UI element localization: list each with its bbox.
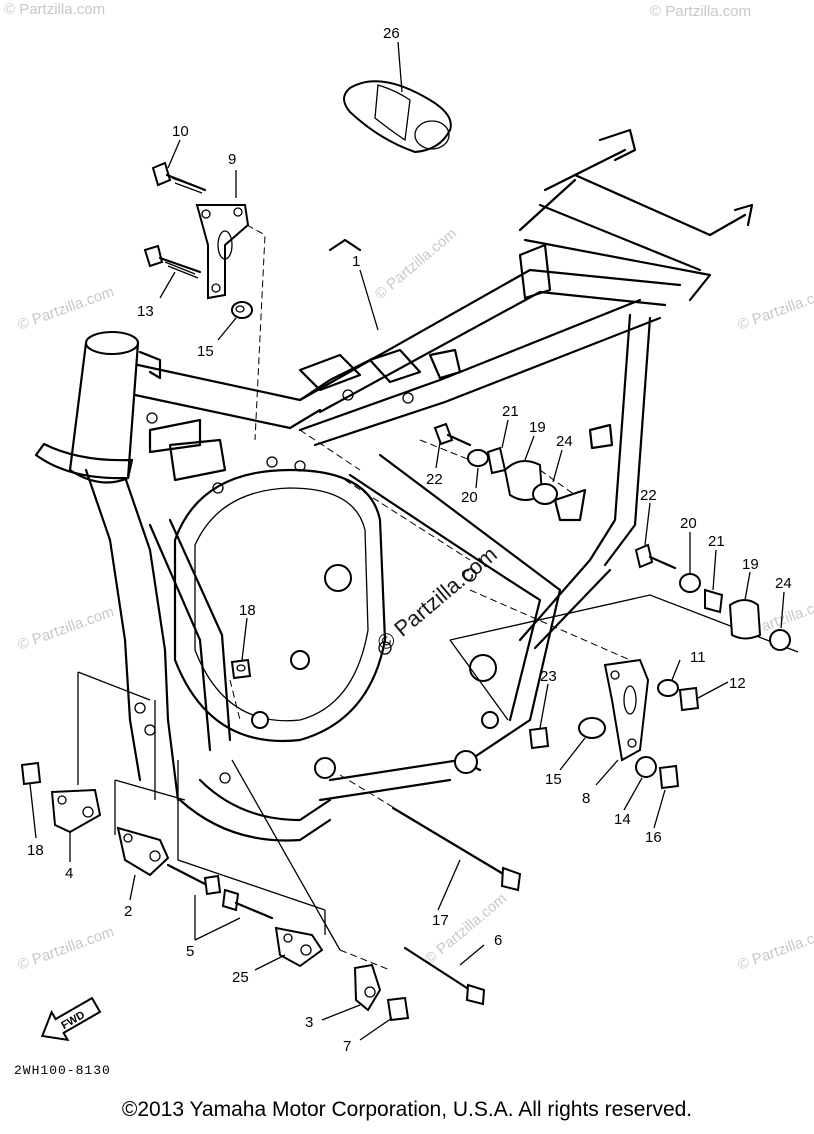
watermark-text: © Partzilla.com — [650, 3, 751, 20]
watermark-text: © Partzilla.com — [16, 603, 117, 654]
part-8-bracket[interactable] — [603, 658, 650, 762]
callout-3[interactable]: 3 — [305, 1014, 313, 1031]
callout-21[interactable]: 21 — [502, 403, 519, 420]
part-6-bolt[interactable] — [403, 946, 486, 1006]
mount-stack-upper[interactable] — [433, 422, 558, 505]
callout-15-lower[interactable]: 15 — [545, 771, 562, 788]
callout-22-right[interactable]: 22 — [640, 487, 657, 504]
watermark-center-text: © Partzilla.com — [372, 541, 502, 655]
watermark-text: © Partzilla.com — [422, 890, 510, 968]
callout-11[interactable]: 11 — [690, 649, 706, 666]
callout-2[interactable]: 2 — [124, 903, 132, 920]
frame-exploded-diagram: © Partzilla.com © Partzilla.com © Partzi… — [4, 1, 814, 1078]
callout-labels: 26 10 9 13 15 1 21 19 24 22 20 22 20 21 … — [27, 25, 792, 1055]
callout-26[interactable]: 26 — [383, 25, 400, 42]
part-23-nut[interactable] — [528, 726, 550, 750]
part-2-bracket[interactable] — [116, 826, 170, 877]
part-14-washer[interactable] — [635, 756, 657, 778]
mount-stack-right[interactable] — [634, 543, 791, 651]
callout-15[interactable]: 15 — [197, 343, 214, 360]
callout-20[interactable]: 20 — [461, 489, 478, 506]
callout-16[interactable]: 16 — [645, 829, 662, 846]
part-7-nut[interactable] — [386, 996, 410, 1022]
callout-23[interactable]: 23 — [540, 668, 557, 685]
part-18-nut-left[interactable] — [20, 761, 42, 786]
callout-7[interactable]: 7 — [343, 1038, 351, 1055]
watermark-text: © Partzilla.com — [736, 923, 814, 974]
callout-1[interactable]: 1 — [352, 253, 360, 270]
callout-8[interactable]: 8 — [582, 790, 590, 807]
callout-6[interactable]: 6 — [494, 932, 502, 949]
callout-13[interactable]: 13 — [137, 303, 154, 320]
watermark-text: © Partzilla.com — [372, 225, 460, 303]
part-3-bracket[interactable] — [353, 963, 382, 1012]
callout-19[interactable]: 19 — [529, 419, 546, 436]
callout-22[interactable]: 22 — [426, 471, 443, 488]
part-17-bolt[interactable] — [391, 806, 522, 892]
part-25-bracket[interactable] — [274, 926, 324, 968]
callout-18[interactable]: 18 — [239, 602, 256, 619]
part-10-bolt[interactable] — [151, 161, 207, 194]
assembly-box-lines — [77, 594, 799, 951]
callout-24[interactable]: 24 — [556, 433, 573, 450]
fwd-arrow-icon: FWD — [40, 996, 102, 1042]
callout-19-right[interactable]: 19 — [742, 556, 759, 573]
callout-12[interactable]: 12 — [729, 675, 746, 692]
callout-21-right[interactable]: 21 — [708, 533, 725, 550]
watermark-text: © Partzilla.com — [736, 283, 814, 334]
part-15-washer[interactable] — [231, 301, 253, 319]
watermark-text: © Partzilla.com — [16, 923, 117, 974]
part-18-nut[interactable] — [230, 658, 252, 680]
drawing-code: 2WH100-8130 — [14, 1063, 111, 1078]
part-4-bracket[interactable] — [50, 788, 102, 834]
frame-part-1[interactable] — [34, 128, 754, 842]
watermark-text: © Partzilla.com — [16, 283, 117, 334]
callout-18-left[interactable]: 18 — [27, 842, 44, 859]
callout-25[interactable]: 25 — [232, 969, 249, 986]
callout-5[interactable]: 5 — [186, 943, 194, 960]
callout-20-right[interactable]: 20 — [680, 515, 697, 532]
copyright-notice: ©2013 Yamaha Motor Corporation, U.S.A. A… — [121, 1098, 693, 1121]
part-26-band[interactable] — [343, 80, 452, 154]
part-12-nut[interactable] — [678, 686, 700, 712]
callout-4[interactable]: 4 — [65, 865, 73, 882]
callout-10[interactable]: 10 — [172, 123, 189, 140]
part-11-washer[interactable] — [657, 679, 679, 697]
callout-14[interactable]: 14 — [614, 811, 631, 828]
watermark-text: © Partzilla.com — [4, 1, 105, 18]
part-9-bracket[interactable] — [195, 204, 250, 300]
callout-17[interactable]: 17 — [432, 912, 449, 929]
part-16-nut[interactable] — [658, 764, 680, 790]
callout-24-right[interactable]: 24 — [775, 575, 792, 592]
part-5-bolts[interactable] — [166, 863, 274, 920]
callout-9[interactable]: 9 — [228, 151, 236, 168]
part-15-washer-lower[interactable] — [578, 717, 606, 739]
part-13-bolt[interactable] — [143, 244, 202, 279]
callout-leaders — [29, 41, 785, 1041]
